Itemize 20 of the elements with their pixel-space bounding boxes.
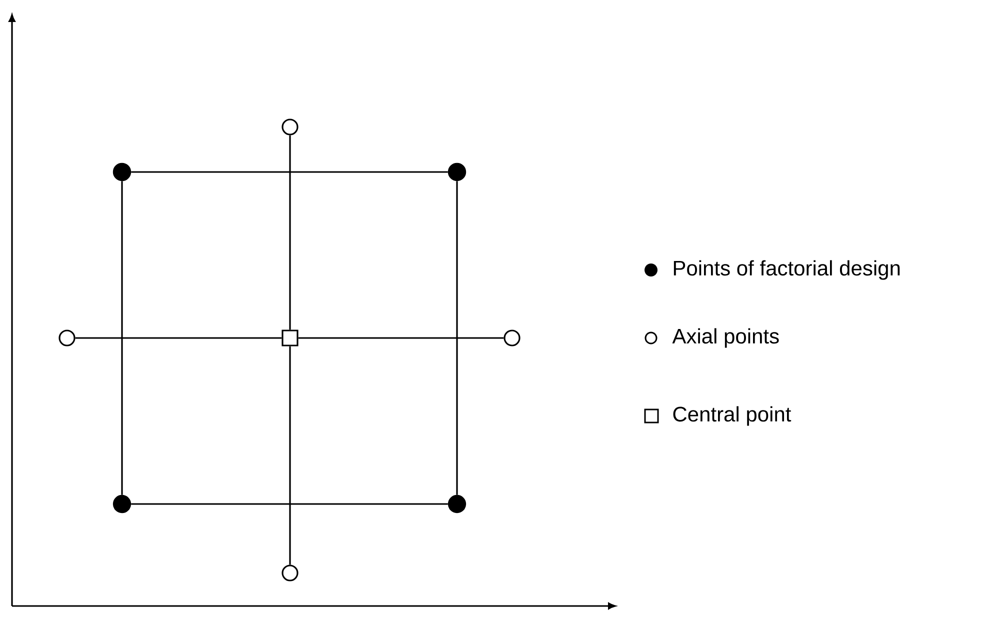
factorial-point — [112, 494, 132, 514]
connector-line — [131, 503, 448, 505]
connector-line — [121, 181, 123, 495]
connector-line — [456, 181, 458, 495]
connector-line — [298, 337, 504, 339]
axial-point — [282, 564, 298, 582]
connector-line — [289, 135, 291, 330]
central-point — [282, 330, 298, 346]
connector-line — [289, 346, 291, 565]
connector-line — [131, 171, 448, 173]
factorial-point — [448, 494, 466, 514]
factorial-point — [112, 162, 132, 182]
axial-point — [504, 330, 520, 346]
axial-point — [282, 118, 298, 136]
axial-point — [58, 330, 76, 346]
connector-line — [75, 337, 282, 339]
legend-text: Points of factorial design — [674, 260, 900, 280]
factorial-point — [448, 162, 466, 182]
legend-text: Axial points — [672, 328, 779, 348]
legend-text: Central point — [673, 406, 792, 426]
